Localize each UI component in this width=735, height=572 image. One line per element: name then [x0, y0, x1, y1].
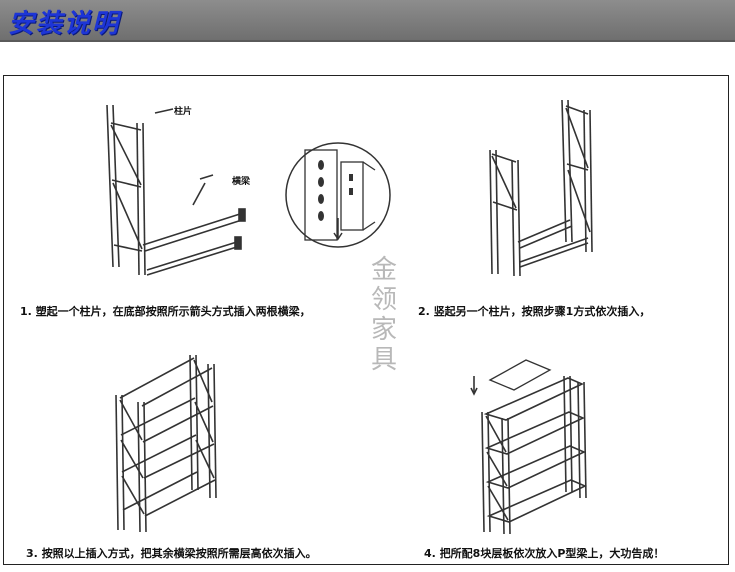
- step-3-number: 3.: [26, 547, 38, 560]
- step-4-illustration: [470, 359, 587, 535]
- step-4-number: 4.: [424, 547, 436, 560]
- beam-callout: 横梁: [232, 177, 251, 187]
- step-4-text: 把所配8块层板依次放入P型梁上，大功告成！: [439, 547, 665, 560]
- watermark-char: 家: [370, 315, 397, 345]
- step-3-text: 按照以上插入方式，把其余横梁按照所需层高依次插入。: [41, 547, 317, 560]
- page-title: 安装说明: [8, 9, 121, 39]
- step-2-caption: 2. 竖起另一个柱片，按照步骤1方式依次插入，: [418, 303, 650, 319]
- step-4-caption: 4. 把所配8块层板依次放入P型梁上，大功告成！: [424, 545, 664, 561]
- step-3-caption: 3. 按照以上插入方式，把其余横梁按照所需层高依次插入。: [26, 545, 317, 561]
- watermark-char: 领: [370, 285, 397, 315]
- watermark-char: 金: [370, 255, 397, 285]
- step-3-illustration: [115, 354, 217, 533]
- watermark-char: 具: [370, 345, 397, 375]
- connector-detail-illustration: [285, 142, 391, 248]
- header-bar: 安装说明: [0, 0, 735, 42]
- step-1-caption: 1. 塑起一个柱片，在底部按照所示箭头方式插入两根横梁，: [20, 303, 311, 319]
- step-2-number: 2.: [418, 305, 430, 318]
- column-callout: 柱片: [174, 107, 193, 117]
- step-1-number: 1.: [20, 305, 32, 318]
- instruction-frame: [3, 75, 729, 565]
- step-2-illustration: [489, 99, 593, 277]
- step-1-illustration: [106, 104, 246, 276]
- brand-watermark: 金 领 家 具: [368, 255, 400, 375]
- step-1-text: 塑起一个柱片，在底部按照所示箭头方式插入两根横梁，: [35, 305, 311, 318]
- step-2-text: 竖起另一个柱片，按照步骤1方式依次插入，: [433, 305, 651, 318]
